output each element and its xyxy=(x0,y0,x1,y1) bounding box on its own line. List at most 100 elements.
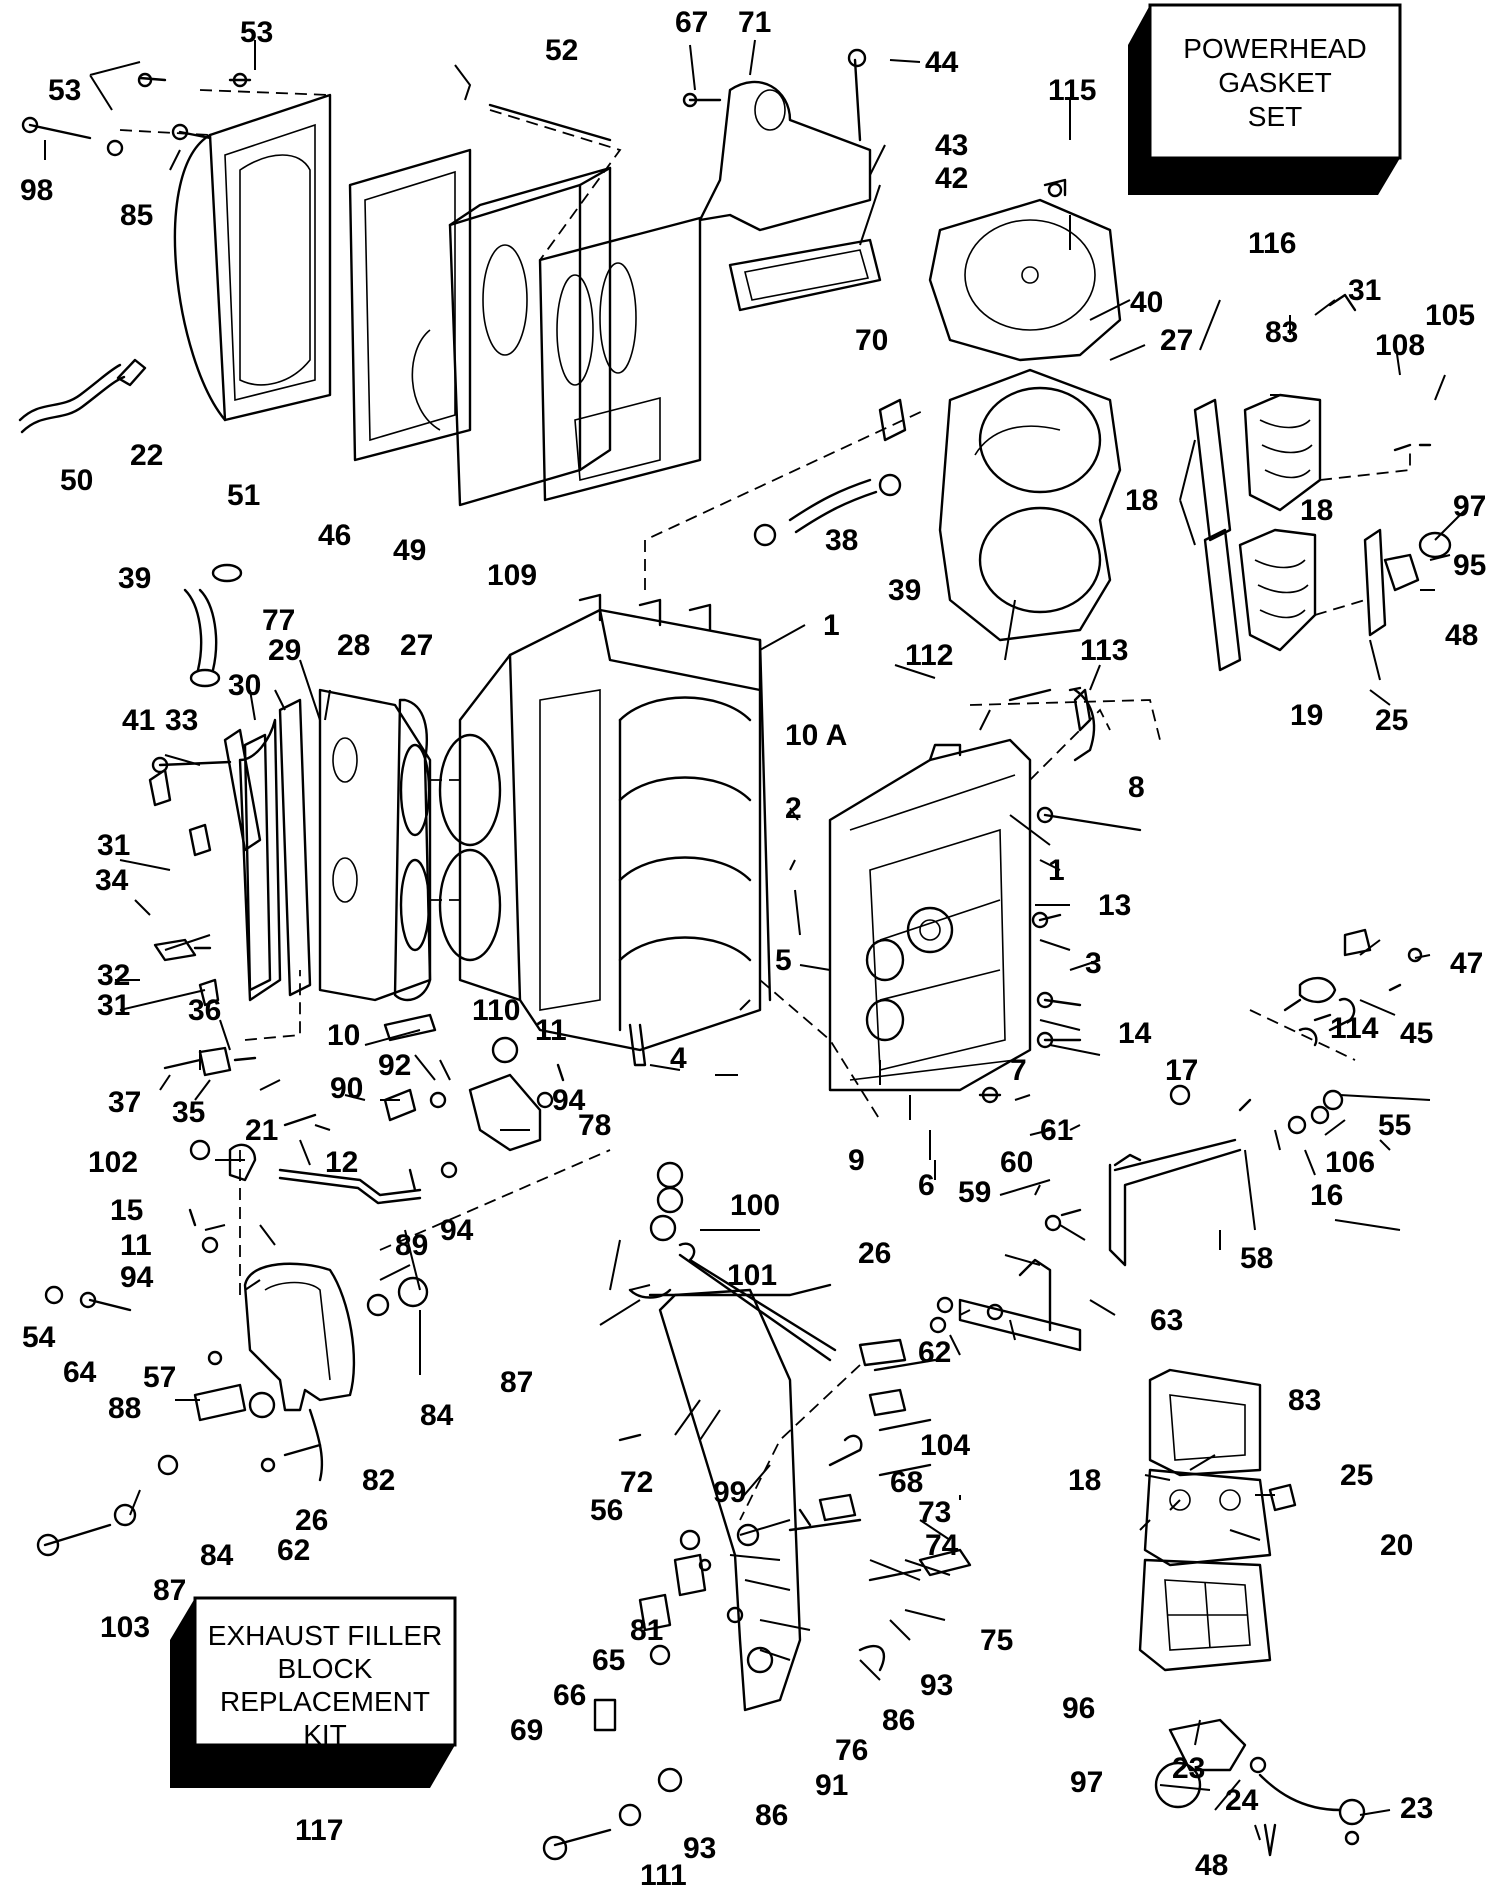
label-14: 14 xyxy=(1118,1017,1152,1050)
label-9: 9 xyxy=(848,1144,865,1177)
label-85: 85 xyxy=(120,199,153,232)
label-84-b: 84 xyxy=(200,1539,234,1572)
label-66: 66 xyxy=(553,1679,586,1712)
label-81: 81 xyxy=(630,1614,663,1647)
label-13: 13 xyxy=(1098,889,1131,922)
label-51: 51 xyxy=(227,479,260,512)
label-94: 94 xyxy=(552,1084,586,1117)
label-83: 83 xyxy=(1265,316,1298,349)
label-3: 3 xyxy=(1085,947,1102,980)
label-50: 50 xyxy=(60,464,93,497)
label-91: 91 xyxy=(815,1769,848,1802)
label-52: 52 xyxy=(545,34,578,67)
label-19: 19 xyxy=(1290,699,1323,732)
label-65: 65 xyxy=(592,1644,625,1677)
label-110: 110 xyxy=(472,994,520,1027)
label-84: 84 xyxy=(420,1399,454,1432)
label-72: 72 xyxy=(620,1466,653,1499)
label-105: 105 xyxy=(1425,299,1475,332)
powerhead-box-line-2: GASKET xyxy=(1218,67,1332,98)
label-95: 95 xyxy=(1453,549,1486,582)
label-67: 67 xyxy=(675,6,708,39)
label-33: 33 xyxy=(165,704,198,737)
label-26-b: 26 xyxy=(295,1504,328,1537)
label-23-b: 23 xyxy=(1400,1792,1433,1825)
label-18: 18 xyxy=(1125,484,1158,517)
label-38: 38 xyxy=(825,524,858,557)
label-43: 43 xyxy=(935,129,968,162)
label-86: 86 xyxy=(882,1704,915,1737)
label-103: 103 xyxy=(100,1611,150,1644)
intake-manifold-assembly xyxy=(1138,1368,1366,1857)
label-11-b: 11 xyxy=(120,1229,152,1262)
label-26: 26 xyxy=(858,1237,891,1270)
label-112: 112 xyxy=(905,639,953,672)
label-114: 114 xyxy=(1330,1012,1379,1045)
exhaust-box-line-3: REPLACEMENT xyxy=(220,1686,430,1717)
cylinder-head-and-cover xyxy=(148,563,460,1077)
label-116: 116 xyxy=(1248,227,1296,260)
label-10: 10 xyxy=(327,1019,360,1052)
label-97: 97 xyxy=(1453,490,1486,523)
throttle-cam-assembly xyxy=(36,1262,429,1557)
label-55: 55 xyxy=(1378,1109,1411,1142)
label-49: 49 xyxy=(393,534,426,567)
label-74: 74 xyxy=(925,1529,959,1562)
link-rod-parts xyxy=(649,1161,863,1521)
throttle-linkage-parts xyxy=(44,1036,565,1312)
label-87: 87 xyxy=(500,1366,533,1399)
label-68: 68 xyxy=(890,1466,923,1499)
label-25: 25 xyxy=(1375,704,1408,737)
cylinder-block xyxy=(438,593,772,1067)
label-15: 15 xyxy=(110,1194,143,1227)
dashed-alignment-lines xyxy=(239,409,1161,1300)
label-63: 63 xyxy=(1150,1304,1183,1337)
label-76: 76 xyxy=(835,1734,868,1767)
label-12: 12 xyxy=(325,1146,358,1179)
label-31: 31 xyxy=(1348,274,1381,307)
label-75: 75 xyxy=(980,1624,1013,1657)
label-83-b: 83 xyxy=(1288,1384,1321,1417)
label-29: 29 xyxy=(268,634,301,667)
label-101: 101 xyxy=(727,1259,777,1292)
label-1-b: 1 xyxy=(1048,854,1065,887)
label-6: 6 xyxy=(918,1169,935,1202)
label-37: 37 xyxy=(108,1086,141,1119)
label-64: 64 xyxy=(63,1356,97,1389)
label-48-b: 48 xyxy=(1195,1849,1228,1882)
label-39-b: 39 xyxy=(888,574,921,607)
label-104: 104 xyxy=(920,1429,970,1462)
label-62: 62 xyxy=(918,1336,951,1369)
label-113: 113 xyxy=(1080,634,1128,667)
powerhead-box-line-1: POWERHEAD xyxy=(1183,33,1367,64)
label-16: 16 xyxy=(1310,1179,1343,1212)
right-linkage-parts xyxy=(929,686,1402,1352)
label-89: 89 xyxy=(395,1229,428,1262)
throttle-arm-assembly xyxy=(542,1283,972,1861)
label-94-b: 94 xyxy=(440,1214,474,1247)
label-17: 17 xyxy=(1165,1054,1198,1087)
powerhead-gasket-set-box: POWERHEAD GASKET SET xyxy=(1128,3,1402,195)
label-61: 61 xyxy=(1040,1114,1073,1147)
label-20: 20 xyxy=(1380,1529,1413,1562)
label-94-c: 94 xyxy=(120,1261,154,1294)
label-22: 22 xyxy=(130,439,163,472)
label-42: 42 xyxy=(935,162,968,195)
label-28: 28 xyxy=(337,629,370,662)
label-10a: 10 A xyxy=(785,719,847,752)
label-53-b: 53 xyxy=(48,74,81,107)
label-5: 5 xyxy=(775,944,792,977)
label-34: 34 xyxy=(95,864,129,897)
label-30: 30 xyxy=(228,669,261,702)
label-35: 35 xyxy=(172,1096,205,1129)
label-31-b: 31 xyxy=(97,829,130,862)
label-73: 73 xyxy=(918,1496,951,1529)
label-88: 88 xyxy=(108,1392,141,1425)
label-21: 21 xyxy=(245,1114,278,1147)
label-53: 53 xyxy=(240,16,273,49)
label-39: 39 xyxy=(118,562,151,595)
label-86-b: 86 xyxy=(755,1799,788,1832)
label-70: 70 xyxy=(855,324,888,357)
label-54: 54 xyxy=(22,1321,56,1354)
